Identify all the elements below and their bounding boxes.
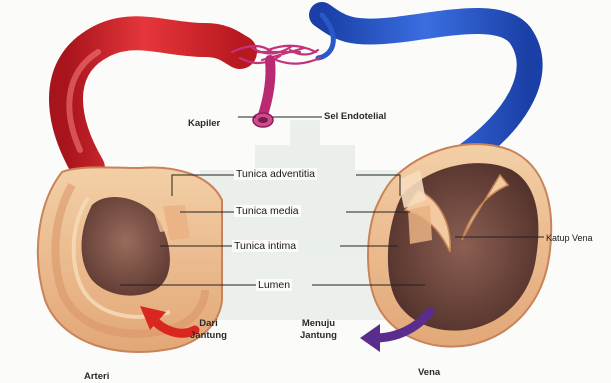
label-tunica-adventitia: Tunica adventitia bbox=[234, 168, 317, 180]
label-jantung-to: Jantung bbox=[300, 330, 337, 342]
label-sel-endotelial: Sel Endotelial bbox=[324, 111, 386, 123]
label-katup-vena: Katup Vena bbox=[546, 232, 593, 244]
label-menuju: Menuju bbox=[300, 318, 337, 330]
label-vena: Vena bbox=[418, 367, 440, 379]
to-heart-arrowhead bbox=[360, 324, 380, 352]
label-dari: Dari bbox=[190, 318, 227, 330]
label-tunica-media: Tunica media bbox=[234, 205, 301, 217]
vein-tube bbox=[322, 15, 530, 160]
label-arteri: Arteri bbox=[84, 371, 109, 383]
label-dari-jantung: Dari Jantung bbox=[190, 318, 227, 342]
label-jantung-from: Jantung bbox=[190, 330, 227, 342]
label-lumen: Lumen bbox=[256, 279, 292, 291]
label-kapiler: Kapiler bbox=[188, 118, 220, 130]
label-menuju-jantung: Menuju Jantung bbox=[300, 318, 337, 342]
label-tunica-intima: Tunica intima bbox=[232, 240, 298, 252]
